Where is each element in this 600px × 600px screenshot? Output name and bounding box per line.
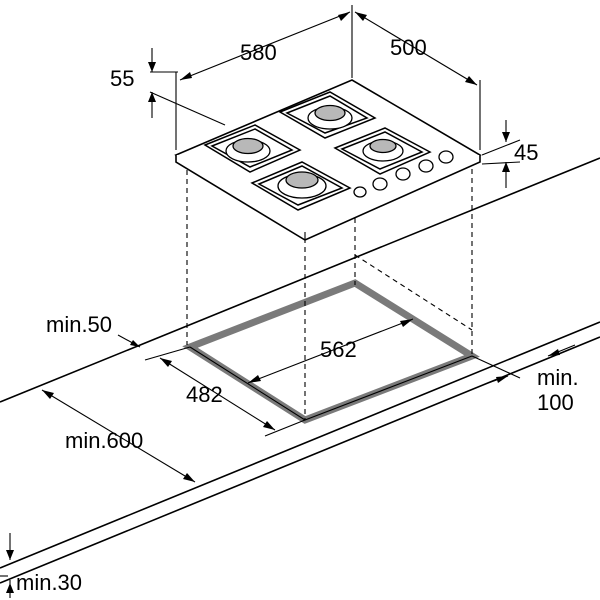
label-min-rear-line1: min. bbox=[537, 365, 579, 390]
label-min-rear-line2: 100 bbox=[537, 390, 574, 415]
label-hob-depth: 500 bbox=[390, 35, 427, 60]
label-frame-depth: 55 bbox=[110, 66, 134, 91]
dimension-hob-height: 45 bbox=[481, 120, 538, 188]
dimension-frame-depth: 55 bbox=[110, 48, 226, 126]
label-hob-height: 45 bbox=[514, 140, 538, 165]
dimension-min-worktop: min.30 bbox=[6, 533, 82, 598]
dimension-cutout-width: 562 bbox=[247, 318, 414, 384]
knob-1 bbox=[372, 177, 388, 191]
dimension-cutout-depth: 482 bbox=[144, 346, 306, 437]
dimension-min-front: min.600 bbox=[41, 389, 196, 483]
label-cutout-depth: 482 bbox=[186, 382, 223, 407]
burner-back bbox=[307, 104, 353, 130]
hob bbox=[174, 79, 482, 241]
grate-front bbox=[250, 161, 352, 211]
label-min-front: min.600 bbox=[65, 428, 143, 453]
projection-lines bbox=[186, 160, 473, 420]
dimension-hob-depth: 500 bbox=[354, 11, 481, 150]
grate-left bbox=[203, 124, 302, 173]
grate-right bbox=[333, 127, 432, 175]
burner-right bbox=[362, 138, 404, 162]
grate-back bbox=[278, 91, 377, 139]
label-hob-width: 580 bbox=[240, 40, 277, 65]
control-knobs bbox=[353, 150, 454, 198]
label-min-side: min.50 bbox=[46, 312, 112, 337]
knob-4 bbox=[438, 150, 454, 164]
dimension-min-side: min.50 bbox=[46, 312, 141, 348]
label-min-worktop: min.30 bbox=[16, 570, 82, 595]
knob-2 bbox=[395, 167, 411, 181]
dimension-min-rear: min. 100 bbox=[471, 344, 579, 415]
label-cutout-width: 562 bbox=[320, 337, 357, 362]
burner-left bbox=[225, 137, 271, 163]
knob-5 bbox=[353, 186, 367, 198]
burner-front bbox=[277, 171, 327, 199]
knob-3 bbox=[418, 159, 434, 173]
dimension-hob-width: 580 bbox=[175, 5, 353, 150]
